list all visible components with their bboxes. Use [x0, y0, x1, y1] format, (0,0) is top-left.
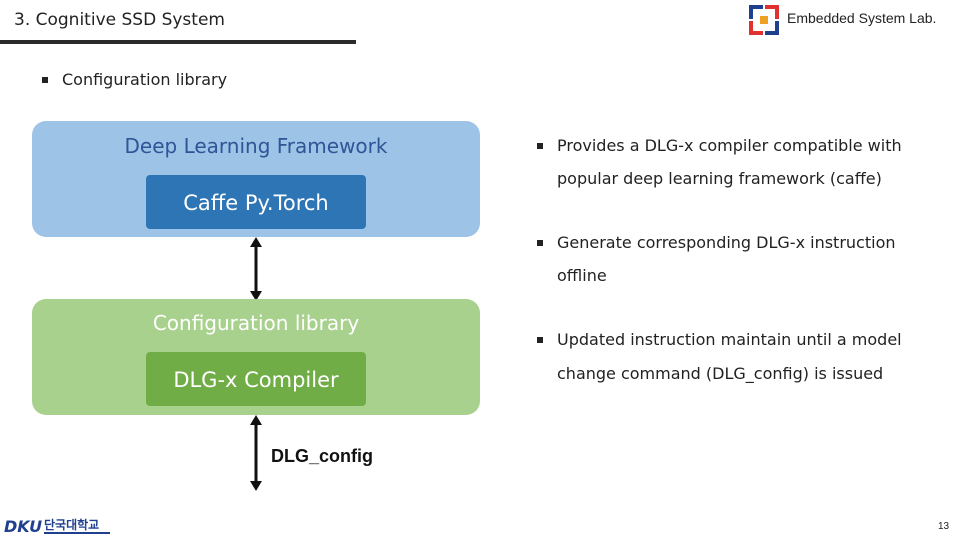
university-logo-text: 단국대학교	[44, 517, 99, 532]
library-title: Configuration library	[152, 311, 360, 335]
bullet-1-line-1: Provides a DLG-x compiler compatible wit…	[557, 136, 902, 155]
bidirectional-arrow-icon	[250, 237, 262, 301]
library-inner-box: DLG-x Compiler	[146, 352, 366, 406]
bullet-marker	[537, 240, 543, 246]
bidirectional-arrow-icon	[250, 415, 262, 491]
framework-inner-box: Caffe Py.Torch	[146, 175, 366, 229]
page-number: 13	[938, 521, 950, 532]
bullet-marker	[537, 143, 543, 149]
bullet-3-line-1: Updated instruction maintain until a mod…	[557, 330, 902, 349]
bullet-1-line-2: popular deep learning framework (caffe)	[557, 169, 882, 188]
university-logo: DKU 단국대학교	[4, 517, 110, 536]
title-underline	[0, 40, 356, 44]
arrow-label: DLG_config	[271, 446, 373, 466]
bullet-marker	[42, 77, 48, 83]
svg-text:DKU: DKU	[4, 517, 42, 536]
section-bullet: Configuration library	[62, 70, 228, 89]
bullet-marker	[537, 337, 543, 343]
framework-title: Deep Learning Framework	[124, 134, 388, 158]
bullet-2-line-2: offline	[557, 266, 607, 285]
bullet-3-line-2: change command (DLG_config) is issued	[557, 364, 884, 383]
lab-name: Embedded System Lab.	[787, 10, 937, 26]
slide-title: 3. Cognitive SSD System	[14, 10, 225, 30]
bullet-2-line-1: Generate corresponding DLG-x instruction	[557, 233, 896, 252]
lab-logo-icon	[749, 5, 779, 35]
